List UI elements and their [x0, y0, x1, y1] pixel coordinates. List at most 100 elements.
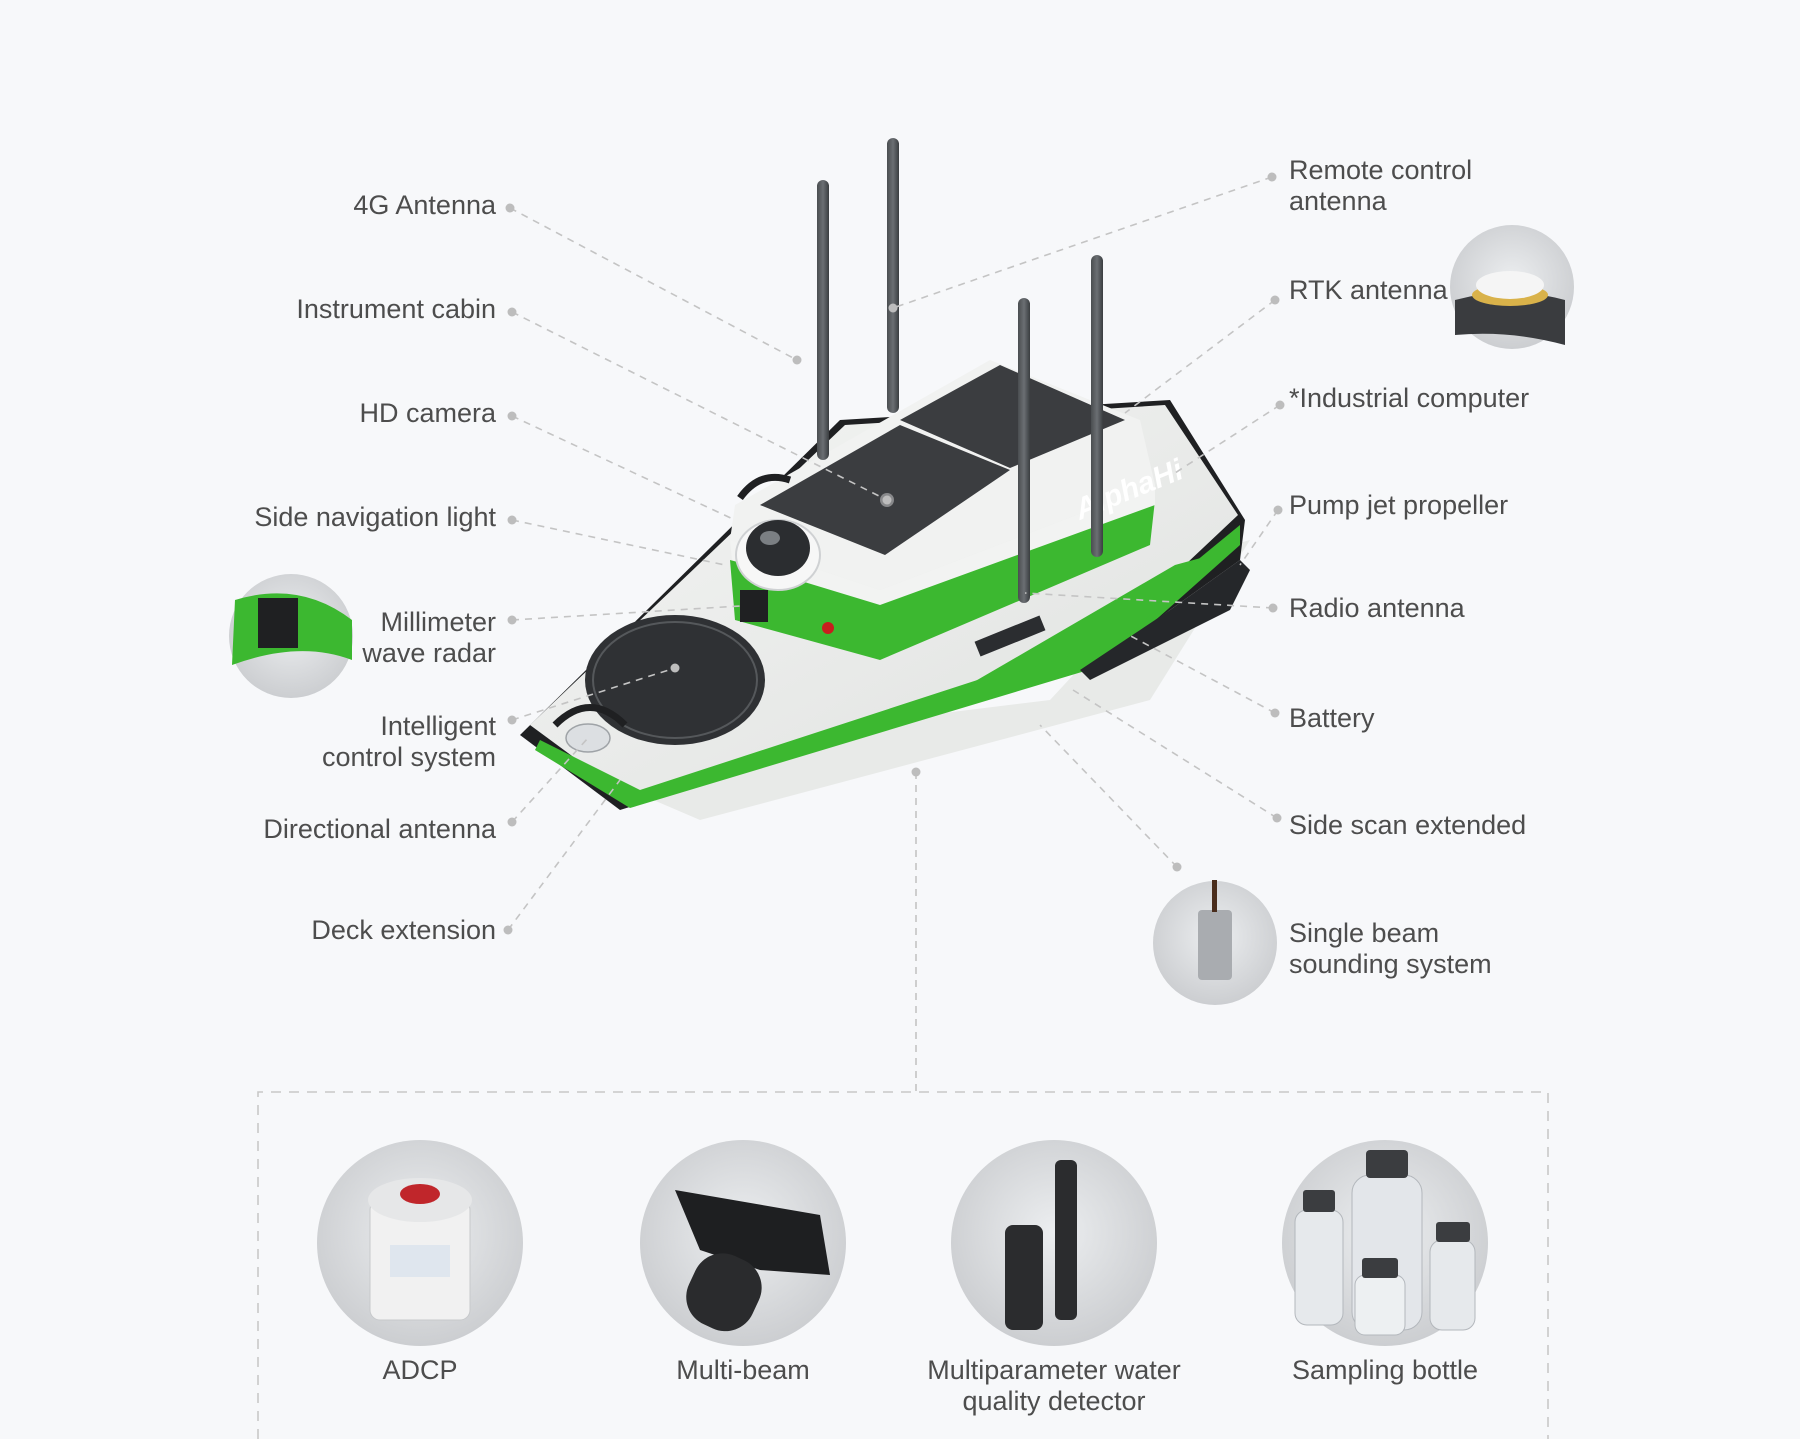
leader-pump-jet [1239, 509, 1279, 566]
leader-side-scan [1072, 689, 1278, 819]
accessory-label-sampling-bottle: Sampling bottle [1291, 1355, 1479, 1385]
bottle-front [1354, 1274, 1406, 1336]
leader-side-nav-light [511, 519, 726, 566]
label-radio-antenna: Radio antenna [1289, 593, 1465, 623]
label-industrial-computer: *Industrial computer [1289, 383, 1530, 413]
detail-callouts [229, 225, 1574, 1005]
antenna-radio [1018, 298, 1030, 603]
label-dots [503, 172, 1285, 935]
label-intelligent-control: Intelligent control system [321, 711, 496, 772]
bottle-cap-front [1362, 1258, 1398, 1278]
adcp-label-plate [390, 1245, 450, 1277]
mmwave-radar-box [740, 590, 768, 622]
dot-rtk-antenna [1270, 295, 1280, 305]
accessories-frame [257, 1091, 1549, 1439]
accessory-label-adcp: ADCP [382, 1355, 458, 1385]
leader-lines [507, 176, 1281, 1092]
dot-industrial-computer [1275, 400, 1285, 410]
leader-4g-antenna [509, 207, 798, 361]
water-quality-circle [951, 1140, 1157, 1346]
dot-radio-antenna [1268, 603, 1278, 613]
label-instrument-cabin: Instrument cabin [296, 294, 496, 324]
bottle-cap-small-left [1303, 1190, 1335, 1212]
bottle-cap-small-right [1436, 1222, 1470, 1242]
dot-side-scan [1272, 813, 1282, 823]
water-quality-probe [1055, 1160, 1077, 1320]
label-hd-camera: HD camera [359, 398, 496, 428]
dot-battery [1270, 708, 1280, 718]
dot-remote-control-antenna [1267, 172, 1277, 182]
rtk-detail-dome [1476, 271, 1544, 299]
pump-jet-housing [1080, 560, 1250, 680]
hd-camera-dome [746, 520, 810, 576]
label-deck-extension: Deck extension [311, 915, 496, 945]
dot-control-end [670, 663, 680, 673]
label-4g-antenna: 4G Antenna [353, 190, 496, 220]
bottle-small-right [1429, 1239, 1476, 1331]
label-side-nav-light: Side navigation light [254, 502, 496, 532]
label-single-beam: Single beam sounding system [1289, 918, 1492, 979]
leader-industrial-computer [1174, 404, 1281, 474]
dot-intelligent-control [507, 715, 517, 725]
dot-remote-end [888, 303, 898, 313]
accessory-label-multibeam: Multi-beam [676, 1355, 810, 1385]
accessory-images [317, 1140, 1488, 1346]
label-pump-jet: Pump jet propeller [1289, 490, 1509, 520]
water-quality-guard [1005, 1225, 1043, 1330]
single-beam-detail-cable [1212, 880, 1217, 912]
multibeam-body [675, 1190, 830, 1275]
leader-radio-antenna [1024, 592, 1274, 609]
side-handle [737, 473, 792, 501]
red-indicator-light [822, 622, 834, 634]
antenna-remote-control [887, 138, 899, 413]
label-mmwave-radar: Millimeter wave radar [362, 607, 496, 668]
dot-instrument-cabin [507, 307, 517, 317]
dot-deck-extension [503, 925, 513, 935]
label-remote-control-antenna: Remote control antenna [1289, 155, 1473, 216]
battery-slot [974, 615, 1046, 657]
bottle-cap-large [1366, 1150, 1408, 1178]
adcp-red-transducer [400, 1184, 440, 1204]
single-beam-detail-body [1198, 910, 1232, 980]
dot-mmwave-radar [507, 615, 517, 625]
dot-side-nav-light [507, 515, 517, 525]
computer-cabin-plate [900, 365, 1125, 468]
cabin-white-band [730, 485, 1155, 605]
dot-single-beam [1172, 862, 1182, 872]
boat-hull-group: AlphaHi [520, 138, 1250, 820]
label-battery: Battery [1289, 703, 1375, 733]
leader-rtk-antenna [1124, 299, 1276, 414]
leader-battery [1126, 633, 1276, 714]
multibeam-cylinder [686, 1253, 762, 1332]
accessory-label-water-quality: Multiparameter water quality detector [927, 1355, 1181, 1416]
leader-remote-control-antenna [892, 176, 1273, 309]
deck-hatch-ring [592, 621, 758, 739]
rtk-detail-base [1455, 292, 1565, 345]
deck-extension-hatch [585, 615, 765, 745]
hd-camera-highlight [760, 531, 780, 545]
leader-instrument-cabin [511, 311, 888, 501]
dot-4g-antenna [505, 203, 515, 213]
label-side-scan: Side scan extended [1289, 810, 1527, 840]
label-directional-antenna: Directional antenna [263, 814, 496, 844]
hull-side-green [960, 550, 1230, 690]
mmwave-detail-box [258, 598, 298, 648]
label-rtk-antenna: RTK antenna [1289, 275, 1448, 305]
leader-single-beam [1039, 724, 1178, 868]
antenna-4g [817, 180, 829, 460]
directional-antenna-dome [565, 723, 611, 753]
leader-hd-camera [511, 415, 736, 521]
dot-cabin-end [882, 495, 892, 505]
dot-directional-antenna [507, 817, 517, 827]
leader-intelligent-control [511, 667, 676, 721]
instrument-cabin-plate [760, 425, 1010, 555]
bottle-small-left [1294, 1209, 1344, 1326]
dot-accessories-end [911, 767, 921, 777]
dot-antenna-4g-end [792, 355, 802, 365]
dot-hd-camera [507, 411, 517, 421]
antenna-rtk-mast [1091, 255, 1103, 557]
bow-handle [552, 704, 628, 728]
leader-directional-antenna [511, 737, 589, 823]
